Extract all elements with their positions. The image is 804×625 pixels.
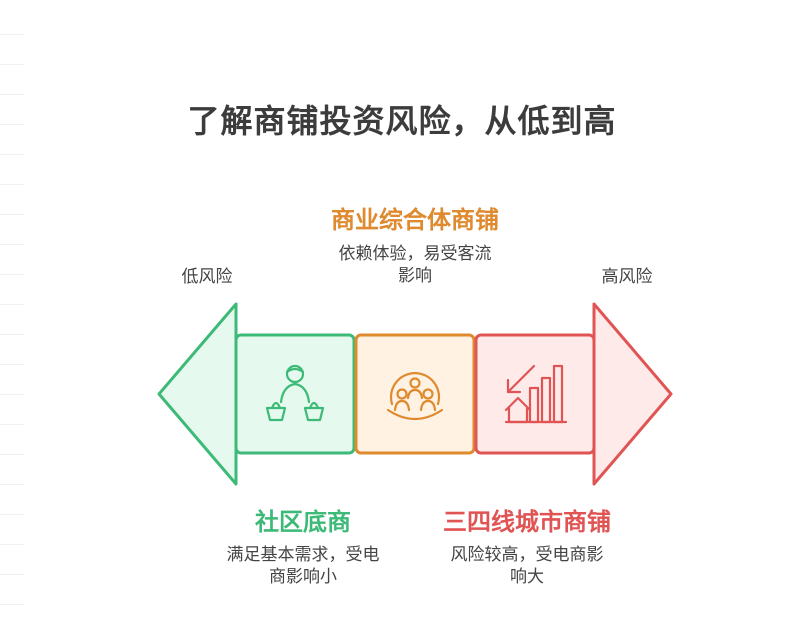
segment-box-community (234, 333, 356, 455)
high-risk-label: 高风险 (601, 267, 653, 287)
declining-chart-house-icon (504, 364, 568, 424)
right-arrow-head (592, 302, 673, 486)
segment-desc-complex-line1: 依赖体验，易受客流 (338, 244, 492, 264)
segment-desc-tier3-line1: 风险较高，受电商影 (450, 545, 604, 565)
segment-title-community: 社区底商 (255, 508, 351, 536)
segment-desc-tier3-line2: 响大 (510, 567, 544, 587)
segment-desc-community-line1: 满足基本需求，受电 (226, 545, 380, 565)
crowd-group-icon (386, 372, 444, 421)
segment-desc-complex-line2: 影响 (398, 266, 432, 286)
segment-desc-community-line2: 商影响小 (269, 567, 337, 587)
segment-box-complex (354, 333, 476, 455)
segment-title-complex: 商业综合体商铺 (331, 206, 499, 234)
segment-box-tier3 (474, 333, 596, 455)
page-title: 了解商铺投资风险，从低到高 (187, 102, 617, 140)
left-arrow-head (157, 302, 238, 486)
low-risk-label: 低风险 (181, 267, 233, 287)
shoppers-with-bags-icon (265, 364, 325, 422)
segment-title-tier3: 三四线城市商铺 (443, 508, 611, 536)
